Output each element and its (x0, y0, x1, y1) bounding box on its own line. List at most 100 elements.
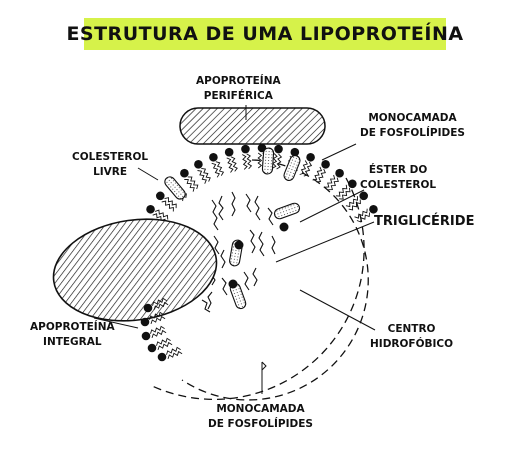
phospholipid-head (180, 168, 189, 178)
phospholipid-tail (156, 337, 171, 346)
peripheral-apoprotein (179, 107, 326, 145)
phospholipid-tail (152, 297, 167, 306)
phospholipid-head (194, 160, 203, 169)
label-line: APOPROTEÍNA (30, 321, 115, 333)
phospholipid-head (359, 191, 369, 201)
label-line: COLESTEROL (360, 179, 437, 191)
phospholipid-tail (150, 315, 166, 325)
phospholipid-head (348, 179, 357, 189)
phospholipid-tail (211, 162, 220, 178)
phospholipid-tail (356, 212, 371, 223)
title-banner: ESTRUTURA DE UMA LIPOPROTEÍNA (66, 18, 463, 50)
label-line: MONOCAMADA (368, 112, 457, 124)
monolayer-outer-dashed (149, 177, 365, 400)
phospholipid-head (369, 204, 378, 214)
phospholipid-tail (324, 174, 336, 188)
label-colesterol-livre: COLESTEROL LIVRE (72, 150, 148, 180)
label-monocamada-bottom: MONOCAMADA DE FOSFOLÍPIDES (208, 402, 313, 432)
label-line: CENTRO (387, 323, 436, 335)
phospholipid-tail (164, 197, 177, 209)
phospholipid-tail (242, 154, 248, 170)
cholesterol-molecule (273, 202, 301, 220)
label-line: ÉSTER DO (368, 164, 428, 176)
phospholipid-tail (201, 167, 211, 182)
cholesterol-molecule (283, 155, 301, 181)
ester-head (234, 240, 244, 250)
phospholipid-tail (226, 157, 234, 173)
phospholipid-head (209, 152, 218, 162)
label-line: LIVRE (93, 166, 128, 178)
phospholipid-tail (348, 199, 361, 211)
phospholipid-tail (257, 152, 263, 169)
label-line: COLESTEROL (72, 151, 149, 163)
phospholipid-tail (230, 156, 238, 172)
phospholipid-tail (187, 176, 199, 190)
phospholipid-head (146, 204, 155, 214)
phospholipid-tail (184, 179, 195, 192)
phospholipid-head (290, 147, 300, 157)
phospholipid-tail (312, 166, 323, 181)
core-connector (261, 361, 267, 371)
phospholipid-tail (354, 208, 368, 219)
phospholipid-tail (215, 161, 225, 176)
label-line: HIDROFÓBICO (370, 338, 454, 350)
phospholipid-head (224, 147, 234, 157)
core-boundary-dashed (181, 159, 369, 401)
leader-lines (93, 105, 376, 394)
phospholipid-head (143, 303, 153, 313)
cholesterol-molecules (164, 147, 301, 310)
phospholipid-head (335, 168, 344, 178)
label-centro-hidrofobico: CENTRO HIDROFÓBICO (370, 322, 453, 352)
phospholipid-tail (328, 177, 339, 191)
phospholipid-tail (316, 168, 326, 183)
label-line: MONOCAMADA (216, 403, 305, 415)
phospholipid-head (241, 144, 250, 154)
phospholipid-tail (154, 209, 169, 220)
phospholipid-head (306, 152, 315, 162)
label-ester-do-colesterol: ÉSTER DO COLESTEROL (360, 163, 436, 193)
cholesterol-molecule (261, 147, 275, 175)
triglyceride-chains (201, 191, 276, 313)
phospholipid-tail (246, 153, 253, 170)
page-title: ESTRUTURA DE UMA LIPOPROTEÍNA (66, 23, 464, 45)
label-trigliceride: TRIGLICÉRIDE (374, 214, 475, 229)
label-line: PERIFÉRICA (203, 90, 273, 102)
phospholipid-tail (150, 325, 165, 334)
phospholipid-head (147, 343, 157, 353)
phospholipid-tail (161, 200, 174, 212)
phospholipid-cluster-lower (140, 297, 183, 362)
phospholipid-tail (149, 311, 164, 320)
phospholipid-tail (276, 153, 283, 170)
label-apoproteina-integral: APOPROTEÍNA INTEGRAL (30, 320, 115, 350)
label-line: INTEGRAL (43, 336, 102, 348)
ester-head (279, 222, 289, 232)
phospholipid-tail (345, 196, 358, 208)
phospholipid-tail (151, 329, 167, 339)
label-monocamada-top: MONOCAMADA DE FOSFOLÍPIDES (360, 111, 465, 141)
phospholipid-tail (299, 160, 308, 175)
phospholipid-tail (335, 184, 348, 197)
cholesterol-molecule (164, 176, 186, 200)
phospholipid-head (140, 317, 150, 327)
phospholipid-tail (303, 161, 313, 177)
label-line: DE FOSFOLÍPIDES (208, 418, 313, 430)
phospholipid-tail (339, 187, 351, 200)
phospholipid-tail (167, 350, 183, 360)
integral-apoprotein (52, 218, 218, 322)
label-line: DE FOSFOLÍPIDES (360, 127, 465, 139)
phospholipid-head (274, 144, 283, 154)
phospholipid-tail (152, 213, 166, 224)
phospholipid-tail (153, 301, 169, 311)
title-highlight (84, 18, 446, 50)
phospholipid-tail (166, 346, 181, 355)
phospholipid-tail (272, 153, 278, 169)
phospholipid-head (155, 191, 165, 201)
phospholipid-head (157, 352, 167, 362)
label-line: APOPROTEÍNA (196, 75, 281, 87)
phospholipid-tail (197, 170, 207, 184)
phospholipid-tail (157, 341, 173, 351)
ester-heads (228, 222, 289, 289)
ester-head (228, 279, 238, 289)
